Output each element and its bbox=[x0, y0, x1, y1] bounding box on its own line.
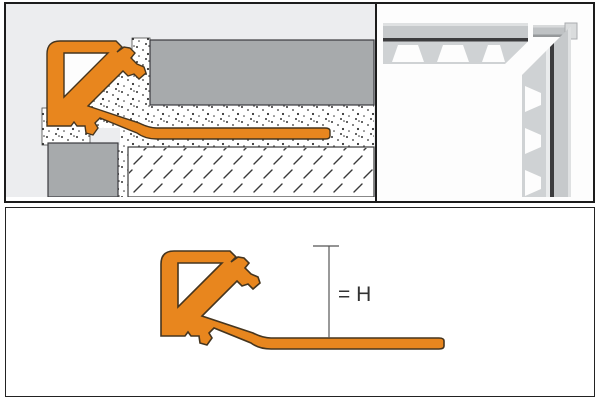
dimension-panel: = H bbox=[5, 207, 595, 397]
installation-diagram bbox=[6, 4, 375, 201]
profile-piece-horizontal bbox=[383, 23, 528, 64]
profile-piece-vertical bbox=[522, 26, 571, 197]
trapezoid-perforations-vertical bbox=[525, 86, 541, 196]
height-dimension: = H bbox=[313, 245, 371, 338]
tile-top bbox=[149, 39, 375, 106]
substrate bbox=[127, 146, 375, 197]
panel-divider bbox=[375, 4, 377, 201]
joint-shadow-line-vertical bbox=[550, 43, 554, 197]
joint-shadow-line bbox=[383, 38, 528, 42]
top-panel bbox=[4, 2, 595, 203]
height-label: = H bbox=[338, 283, 371, 306]
product-photo bbox=[377, 4, 593, 201]
installation-cross-section bbox=[6, 4, 375, 197]
edge-profile-section-drawing bbox=[160, 250, 445, 350]
tile-left bbox=[47, 142, 119, 197]
vertical-bar bbox=[554, 26, 571, 197]
profile-drawing: = H bbox=[160, 245, 445, 350]
corner-profile-photo bbox=[377, 4, 593, 197]
horizontal-bar bbox=[383, 23, 528, 39]
trapezoid-perforations-horizontal bbox=[392, 45, 505, 62]
